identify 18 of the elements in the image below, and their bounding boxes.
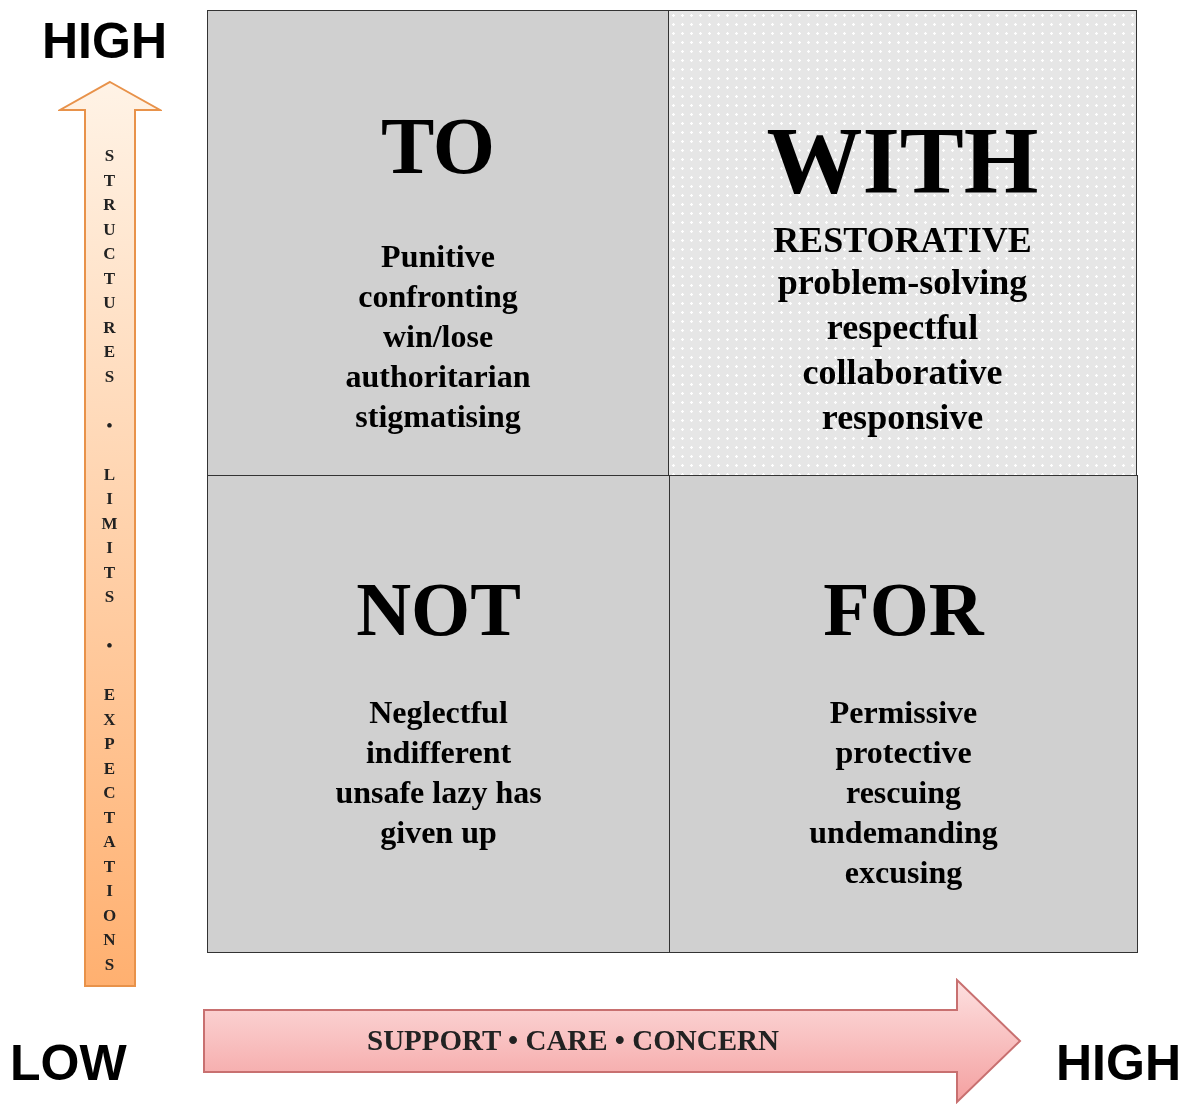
quadrant-description: Punitive confronting win/lose authoritarian stigmatising bbox=[344, 237, 532, 436]
quadrant-box bbox=[669, 475, 1138, 953]
quadrant-heading: TO bbox=[380, 106, 496, 186]
axis-level-label: LOW bbox=[10, 1038, 127, 1088]
quadrant-subheading: RESTORATIVE bbox=[772, 220, 1033, 260]
quadrant-heading: NOT bbox=[356, 571, 521, 647]
axis-label: SUPPORT • CARE • CONCERN bbox=[367, 1024, 779, 1057]
quadrant-description: problem-solving respectful collaborative responsive bbox=[776, 261, 1029, 439]
quadrant-box bbox=[668, 10, 1137, 476]
quadrant-box bbox=[207, 475, 670, 953]
axis-label: STRUCTURES • LIMITS • EXPECTATIONS bbox=[99, 146, 119, 979]
axis-level-label: HIGH bbox=[42, 16, 167, 66]
quadrant-heading: WITH bbox=[766, 116, 1039, 206]
quadrant-box bbox=[207, 10, 669, 476]
quadrant-heading: FOR bbox=[823, 571, 984, 647]
quadrant-description: Neglectful indifferent unsafe lazy has given up bbox=[334, 693, 543, 852]
quadrant-description: Permissive protective rescuing undemanding excusing bbox=[808, 693, 999, 892]
axis-level-label: HIGH bbox=[1056, 1038, 1181, 1088]
